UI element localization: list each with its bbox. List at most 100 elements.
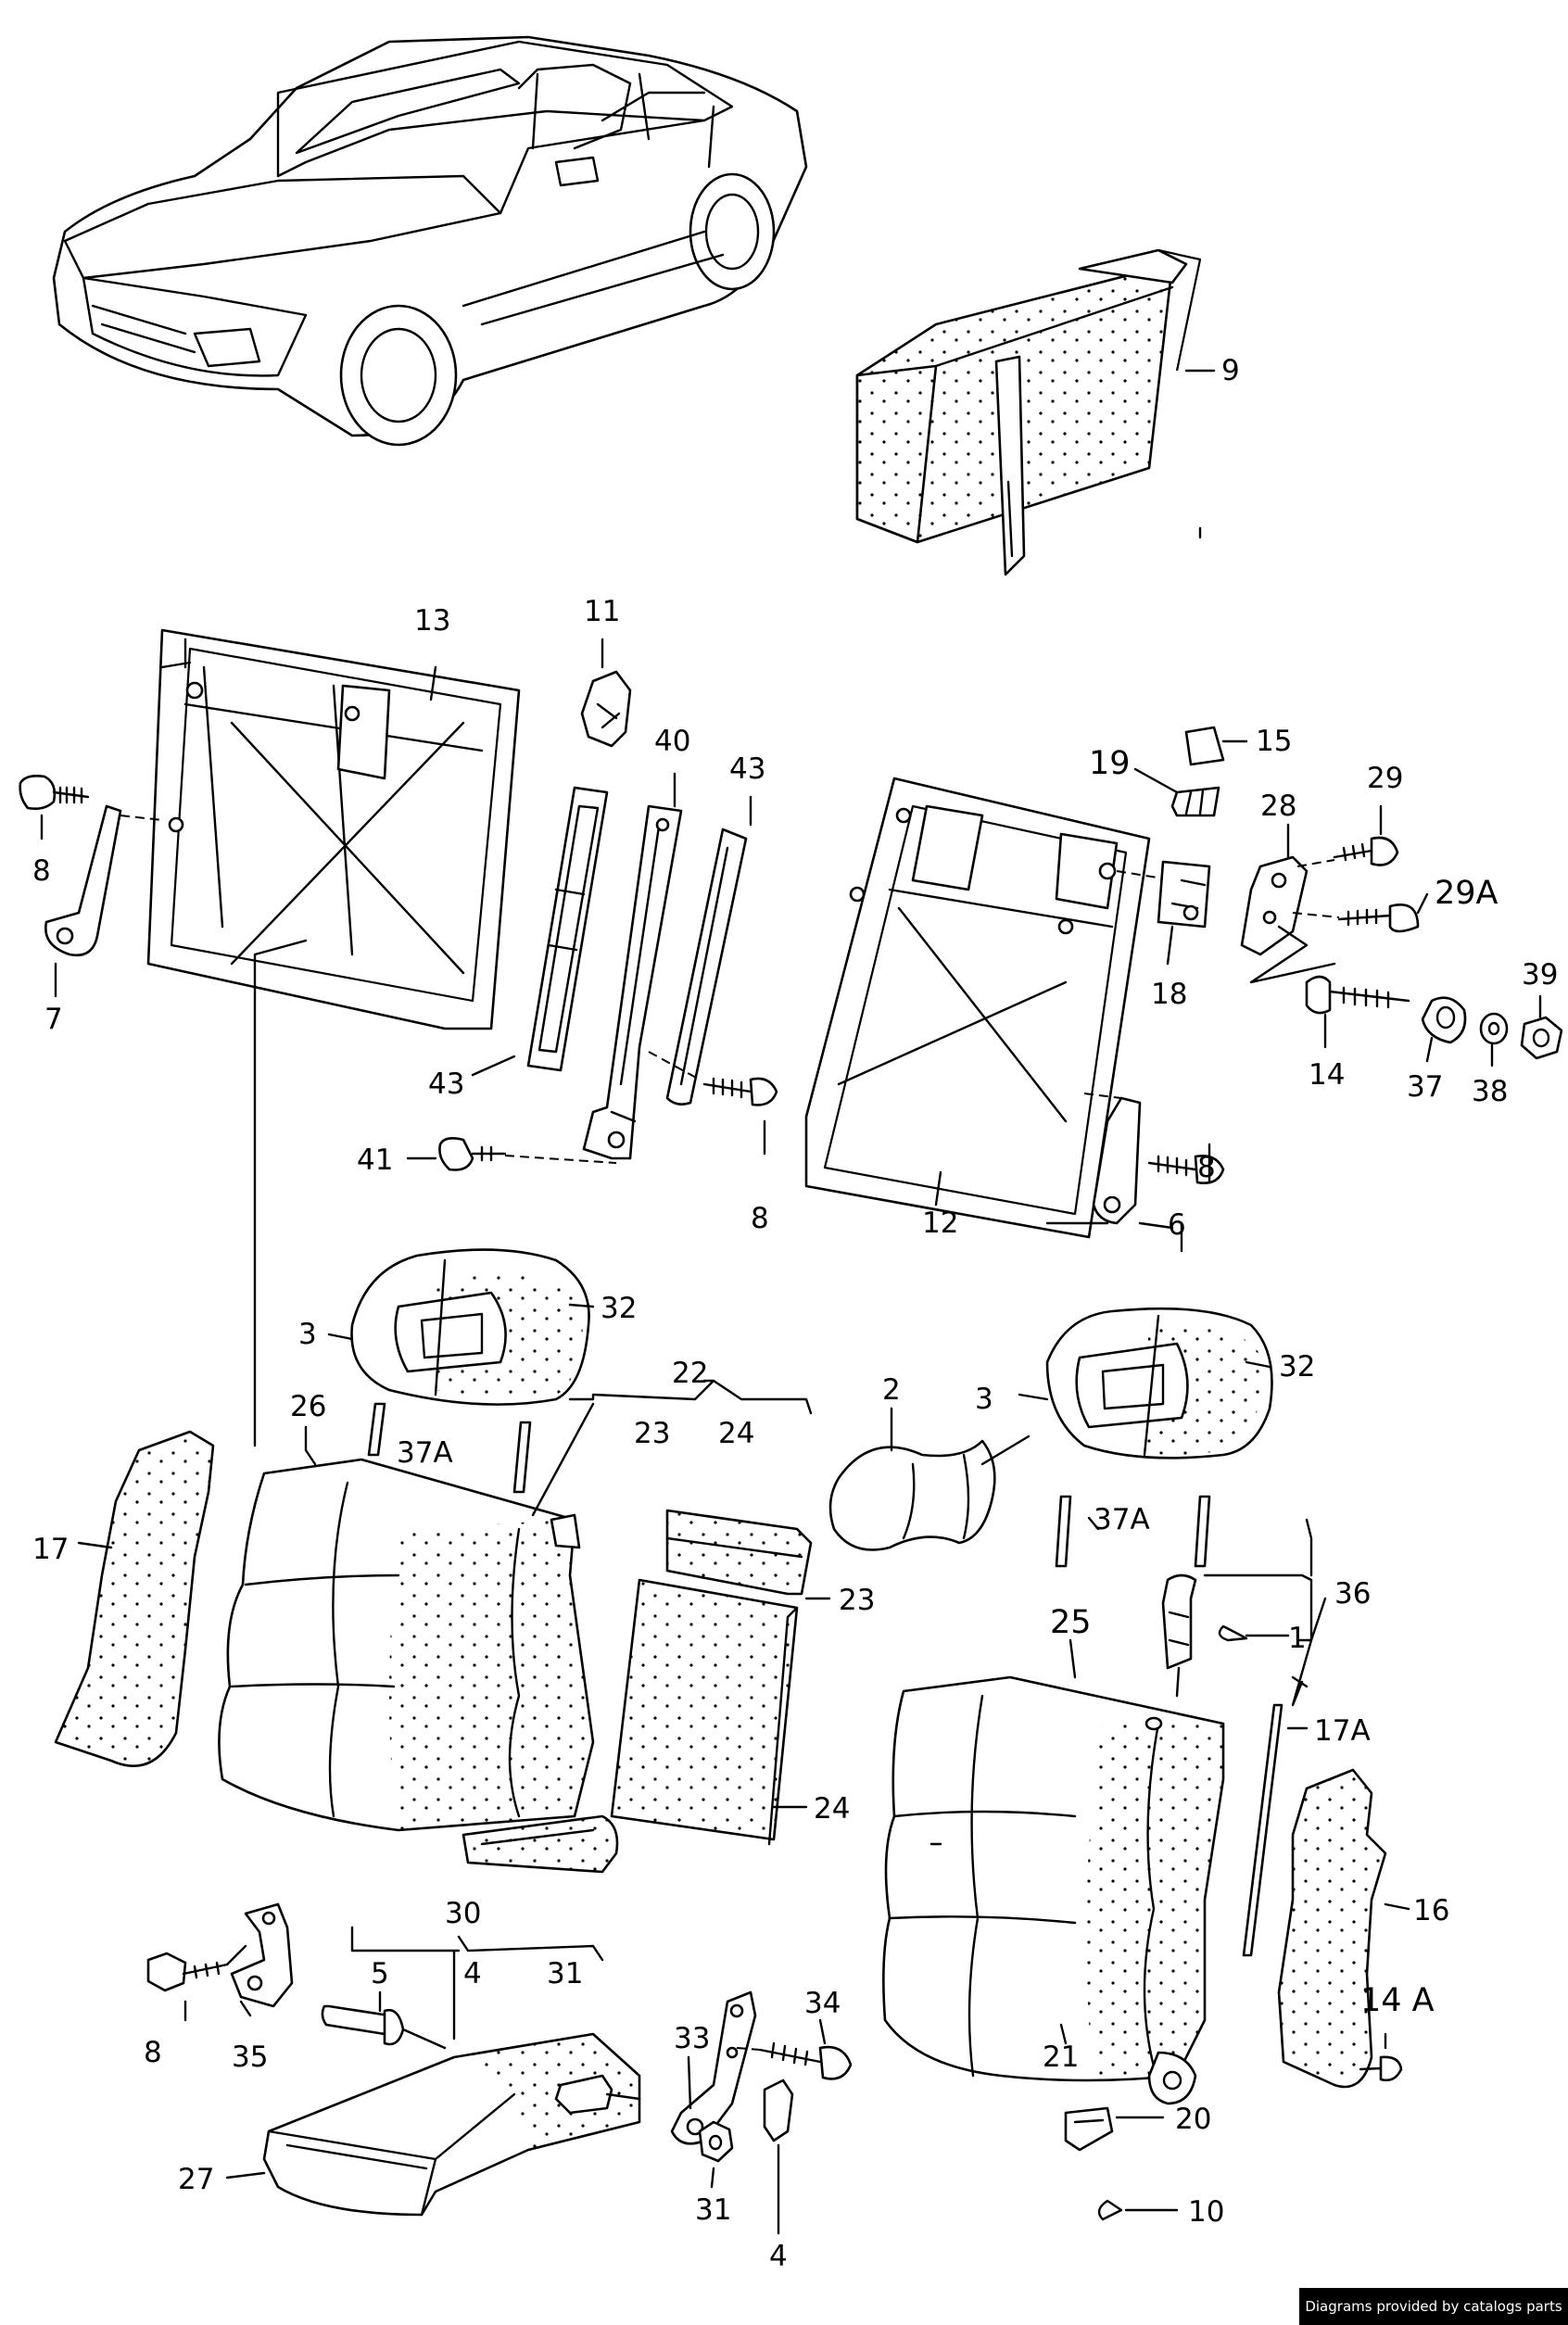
callout-4-top: 4 <box>463 1957 482 1990</box>
callout-8-mid: 8 <box>751 1202 769 1235</box>
part-35-hinge-bracket <box>225 1902 294 2008</box>
car-illustration <box>52 35 808 447</box>
part-11-clip <box>580 670 632 748</box>
callout-5: 5 <box>371 1957 389 1990</box>
callout-14: 14 <box>1309 1058 1345 1092</box>
part-7-bracket-left <box>44 804 163 957</box>
callout-10: 10 <box>1188 2195 1224 2229</box>
callout-32-left: 32 <box>601 1292 637 1325</box>
callout-17A: 17A <box>1314 1714 1371 1748</box>
callout-17: 17 <box>32 1533 69 1566</box>
callout-33: 33 <box>674 2022 710 2055</box>
callout-3-right: 3 <box>975 1383 993 1416</box>
callout-27: 27 <box>178 2163 214 2196</box>
part-8-bolt-mid <box>648 1051 778 1106</box>
callout-4-bottom: 4 <box>769 2240 788 2273</box>
callout-23-bottom: 23 <box>839 1584 875 1617</box>
callout-21: 21 <box>1043 2041 1079 2074</box>
callout-43-top: 43 <box>729 752 765 786</box>
part-17A-rod <box>1242 1703 1283 1957</box>
part-25-right-backrest-cushion <box>882 1675 1225 2105</box>
callout-11: 11 <box>584 595 620 628</box>
part-9-foam-block <box>855 248 1216 576</box>
callout-31-bottom: 31 <box>695 2193 731 2227</box>
part-37A-rods-right <box>1055 1495 1211 1568</box>
part-31-nut <box>698 2120 734 2163</box>
callout-36: 36 <box>1334 1577 1371 1611</box>
callout-35: 35 <box>232 2041 268 2074</box>
part-23-bolster <box>665 1509 813 1596</box>
part-19-clip <box>1170 786 1220 817</box>
callout-12: 12 <box>922 1207 958 1240</box>
callout-40: 40 <box>654 725 690 758</box>
part-8-bolt-left-top <box>19 775 90 810</box>
callout-6: 6 <box>1168 1208 1186 1242</box>
credit-banner: Diagrams provided by catalogs parts <box>1299 2288 1568 2325</box>
part-39-nut <box>1520 1016 1563 1060</box>
part-27-armrest <box>262 2032 641 2217</box>
part-8-bolt-lower-left <box>146 1952 229 1992</box>
callout-25: 25 <box>1050 1604 1092 1641</box>
part-14A-screw <box>1359 2055 1403 2082</box>
part-17-side-cover-left <box>54 1430 215 1767</box>
part-43-strip-left <box>526 786 609 1072</box>
callout-1: 1 <box>1288 1622 1307 1655</box>
part-2-neck-cushion <box>828 1439 996 1551</box>
part-15-cap <box>1184 726 1225 766</box>
callout-32-right: 32 <box>1279 1350 1315 1384</box>
part-29-screw <box>1296 836 1399 867</box>
callout-13: 13 <box>414 604 450 638</box>
callout-29: 29 <box>1367 762 1403 795</box>
part-34-screw <box>736 2041 853 2080</box>
callout-15: 15 <box>1256 725 1292 758</box>
callout-31-top: 31 <box>547 1957 583 1990</box>
callout-41: 41 <box>357 1144 393 1177</box>
part-32-headrest-right <box>1045 1307 1273 1459</box>
callout-37: 37 <box>1407 1070 1443 1104</box>
callout-28: 28 <box>1260 790 1296 823</box>
part-6-bracket-right <box>1083 1093 1142 1225</box>
part-12-right-backrest-frame <box>804 777 1151 1239</box>
callout-24-bottom: 24 <box>814 1792 850 1826</box>
part-37-nut <box>1421 996 1467 1044</box>
callout-labels: 9 13 11 40 43 8 7 43 41 8 12 6 8 15 19 2… <box>32 354 1558 2273</box>
callout-16: 16 <box>1413 1894 1449 1927</box>
callout-9: 9 <box>1221 354 1240 387</box>
part-28-latch-plate <box>1240 855 1336 984</box>
callout-22: 22 <box>672 1357 708 1390</box>
part-10-clip <box>1097 2199 1123 2221</box>
part-20-clip <box>1064 2106 1114 2152</box>
callout-8-right: 8 <box>1197 1151 1216 1184</box>
part-43-strip-right <box>665 828 748 1106</box>
part-26-left-backrest-cushion <box>218 1458 619 1874</box>
part-13-left-backrest-frame <box>146 628 521 1030</box>
part-4-cover <box>763 2079 794 2142</box>
leader-2-to-headrest <box>980 1434 1031 1466</box>
part-5-pin <box>321 2004 447 2050</box>
part-1-spring-clip <box>1218 1624 1248 1642</box>
callout-26: 26 <box>290 1390 326 1423</box>
callout-29A: 29A <box>1435 875 1498 912</box>
part-40-hinge-strip <box>582 804 683 1160</box>
callout-8-lower: 8 <box>144 2036 162 2069</box>
callout-37A-left: 37A <box>397 1436 453 1470</box>
leader-lines <box>40 526 1542 2235</box>
part-32-headrest-left <box>350 1248 590 1406</box>
callout-18: 18 <box>1151 978 1187 1011</box>
part-33-hinge-plate <box>670 1990 757 2145</box>
part-14-pin <box>1305 975 1410 1015</box>
callout-8-left-top: 8 <box>32 854 51 888</box>
callout-43-bottom: 43 <box>428 1068 464 1101</box>
callout-14A: 14 A <box>1360 1982 1435 2019</box>
callout-38: 38 <box>1472 1075 1508 1108</box>
part-4-pin-knob <box>554 2074 641 2115</box>
callout-2: 2 <box>882 1373 901 1407</box>
part-29A-screw <box>1292 903 1420 933</box>
part-18-lock <box>1116 860 1211 929</box>
callout-3-left: 3 <box>298 1318 317 1351</box>
callout-37A-right: 37A <box>1094 1503 1150 1536</box>
part-38-washer <box>1479 1012 1509 1045</box>
callout-7: 7 <box>44 1003 63 1036</box>
part-16-side-cover-right <box>1277 1768 1387 2089</box>
